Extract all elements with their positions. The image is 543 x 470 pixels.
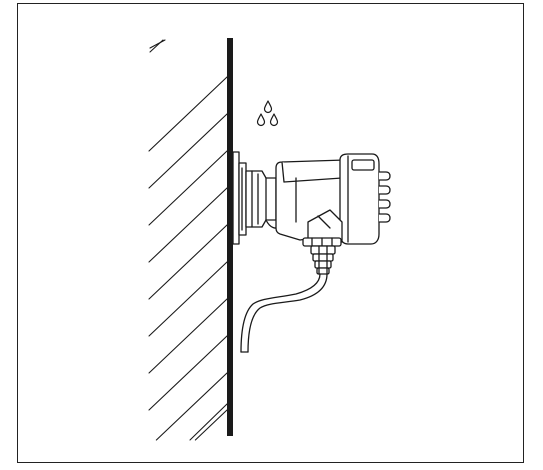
hatch-line <box>148 113 228 189</box>
hatch-line <box>155 372 228 441</box>
figure-frame <box>17 3 524 463</box>
hatch-line <box>148 261 228 337</box>
water-drop-icon <box>256 113 266 127</box>
hatch-line <box>149 39 166 49</box>
housing-cover <box>339 153 391 245</box>
threaded-neck <box>245 170 281 229</box>
sensor-device <box>232 151 391 353</box>
hatch-line <box>148 187 228 263</box>
cable-gland <box>310 245 336 275</box>
hatch-line <box>148 150 228 226</box>
hatch-line <box>194 409 228 441</box>
water-drops <box>256 100 279 127</box>
water-drop-icon <box>263 100 273 114</box>
cable <box>240 273 328 353</box>
mounting-flange <box>232 151 247 245</box>
hatch-line <box>148 298 228 374</box>
wall-hatching <box>148 39 228 441</box>
water-drop-icon <box>269 113 279 127</box>
hatch-line <box>148 76 228 152</box>
cable-entry <box>302 209 343 247</box>
hatch-line <box>189 403 228 441</box>
hatch-line <box>149 39 164 53</box>
hatch-line <box>148 224 228 300</box>
wall-surface <box>227 38 233 436</box>
hatch-line <box>148 335 228 411</box>
